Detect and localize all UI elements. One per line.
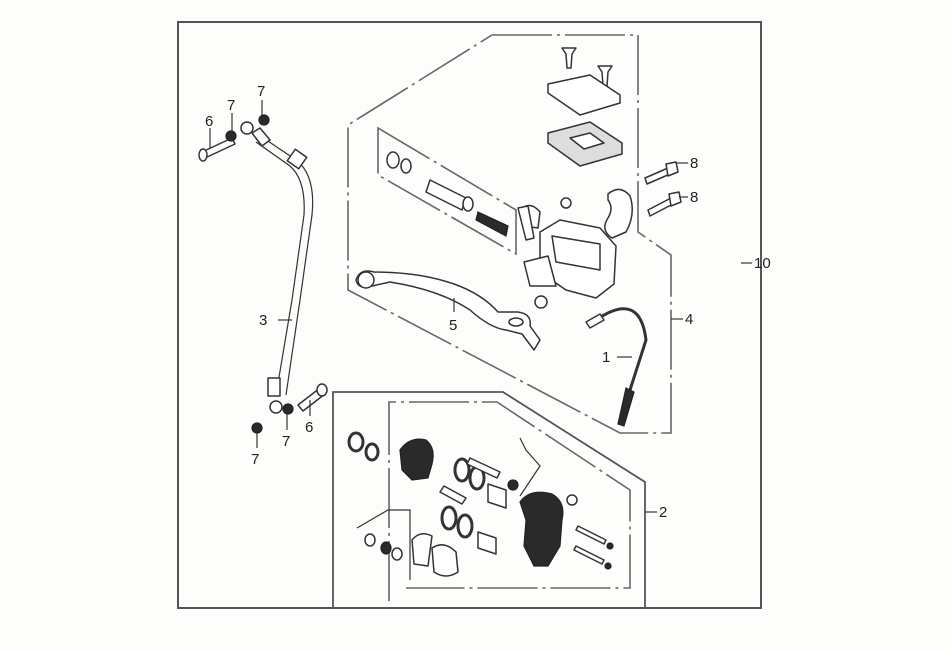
callout-2: 2 — [659, 504, 667, 521]
caliper-piston-seals[interactable] — [440, 457, 486, 539]
pivot-nut[interactable] — [534, 295, 548, 309]
pivot-bolt[interactable] — [517, 205, 535, 241]
reservoir-cap[interactable] — [547, 74, 621, 116]
caliper-body[interactable] — [519, 491, 564, 567]
pad-pin-seals[interactable] — [364, 533, 403, 561]
master-cylinder-holder[interactable] — [604, 188, 633, 239]
sealing-washer-lower-1[interactable] — [282, 403, 294, 415]
caliper-pin-2[interactable] — [466, 457, 501, 479]
sealing-washer-upper-2[interactable] — [258, 114, 270, 126]
brake-switch-wire[interactable] — [585, 307, 648, 427]
callout-1: 1 — [602, 349, 610, 366]
holder-bolt-lower[interactable] — [647, 191, 682, 217]
callout-5: 5 — [449, 317, 457, 334]
pad-kit-leader — [356, 509, 411, 580]
callout-7-a: 7 — [227, 97, 235, 114]
piston-kit-outline — [377, 126, 517, 256]
brake-lever[interactable] — [355, 270, 541, 351]
holder-bolt-upper[interactable] — [644, 161, 679, 185]
callout-8-lower: 8 — [690, 189, 698, 206]
callout-7-d: 7 — [251, 451, 259, 468]
small-bolt[interactable] — [560, 197, 572, 209]
reservoir-screws[interactable] — [561, 47, 613, 87]
reservoir-diaphragm[interactable] — [547, 121, 623, 167]
oil-bolt-upper[interactable] — [198, 137, 236, 162]
callout-6-lower: 6 — [305, 419, 313, 436]
bleeder-valve[interactable] — [519, 437, 541, 497]
caliper-assembly-frame — [332, 391, 646, 608]
master-cylinder-body[interactable] — [519, 204, 617, 299]
callout-10: 10 — [754, 255, 771, 272]
oil-bolt-lower[interactable] — [297, 383, 328, 412]
callout-6-upper: 6 — [205, 113, 213, 130]
bleed-cap[interactable] — [507, 479, 519, 491]
lever-adjuster — [508, 317, 524, 327]
caliper-mounting-bolts[interactable] — [573, 525, 614, 570]
outer-frame — [177, 21, 762, 609]
callout-4: 4 — [685, 311, 693, 328]
master-cylinder-group-outline — [347, 34, 672, 434]
caliper-nut[interactable] — [566, 494, 578, 506]
caliper-bracket[interactable] — [399, 438, 434, 481]
callout-7-b: 7 — [257, 83, 265, 100]
caliper-pistons[interactable] — [477, 483, 507, 555]
sealing-washer-lower-2[interactable] — [251, 422, 263, 434]
lever-pivot-hole — [357, 271, 375, 289]
callout-3: 3 — [259, 312, 267, 329]
callout-8-upper: 8 — [690, 155, 698, 172]
caliper-inner-outline — [388, 401, 631, 601]
caliper-seals-left[interactable] — [347, 431, 380, 462]
brake-pads[interactable] — [411, 533, 459, 577]
callout-7-c: 7 — [282, 433, 290, 450]
caliper-pin[interactable] — [439, 485, 467, 505]
master-cylinder-piston-kit[interactable] — [386, 151, 509, 237]
sealing-washer-upper-1[interactable] — [225, 130, 237, 142]
brake-hose[interactable] — [240, 121, 314, 414]
